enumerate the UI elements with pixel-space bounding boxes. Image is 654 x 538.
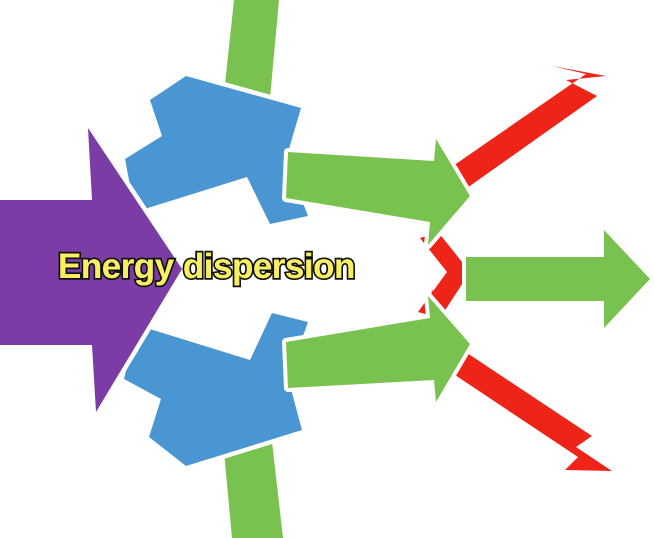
green-lower-output-arrow-group	[282, 292, 474, 406]
green-lower-output-arrow	[286, 296, 470, 402]
green-middle-output-arrow	[466, 230, 650, 328]
purple-input-arrow	[0, 128, 182, 412]
red-lower-arrow	[437, 341, 612, 471]
purple-input-arrow-group	[0, 123, 187, 417]
green-upper-output-arrow	[286, 139, 470, 245]
blue-upper-arrow	[125, 76, 308, 224]
green-upper-output-arrow-group	[282, 135, 474, 249]
blue-lower-arrow	[124, 313, 308, 466]
red-upper-arrow	[437, 66, 606, 200]
blue-upper-arrow-group	[120, 71, 313, 229]
green-middle-output-arrow-group	[462, 226, 654, 332]
blue-lower-arrow-group	[119, 308, 313, 471]
